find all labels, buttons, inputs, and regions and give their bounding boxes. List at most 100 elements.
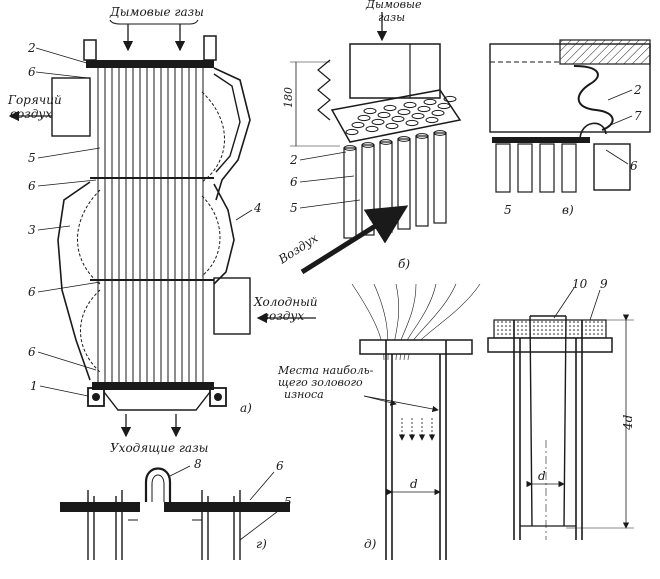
leader-6a: [35, 71, 89, 79]
leader-3: [37, 225, 71, 231]
bellow-8-inner: [151, 474, 165, 502]
callout-7: 7: [634, 109, 642, 123]
callout-3: 3: [28, 223, 36, 237]
tube-bundle: [97, 68, 204, 382]
callout-9: 9: [600, 277, 608, 291]
left-column-top: [83, 39, 97, 61]
sheet-hole: [423, 98, 437, 106]
tube-sheet-d2: [487, 337, 613, 353]
sheet-hole: [363, 107, 377, 115]
flue-gas-brace: [109, 19, 199, 25]
leader-2a: [35, 47, 91, 65]
leader-6d: [37, 351, 97, 371]
leader-5b: [299, 199, 361, 209]
protective-layer-9: [493, 319, 607, 339]
air-flow-arc-4: [80, 289, 101, 373]
sheet-hole: [385, 122, 399, 130]
tube-g-left: [87, 490, 123, 560]
sheet-hole: [425, 116, 439, 124]
fig-g-label: г): [256, 537, 267, 551]
leader-wear-2: [363, 395, 439, 413]
figure-g-joint-detail: [60, 465, 290, 560]
tube-b: [397, 138, 411, 230]
tube-sheet-plate: [330, 89, 462, 143]
sheet-hole: [383, 104, 397, 112]
figure-a-air-heater: [8, 19, 316, 438]
sheet-hole: [345, 128, 359, 136]
callout-6f: 6: [630, 159, 638, 173]
leader-4: [235, 209, 253, 221]
tube-g-right: [201, 490, 241, 560]
sheet-hole: [403, 101, 417, 109]
sheet-hole: [437, 102, 451, 110]
fig-a-label: а): [240, 401, 252, 415]
callout-5b: 5: [290, 201, 298, 215]
callout-6b: 6: [28, 179, 36, 193]
left-support-roller: [92, 393, 100, 401]
callout-4: 4: [253, 201, 262, 215]
tube-b: [433, 132, 447, 224]
left-support: [87, 387, 105, 407]
callout-2c: 2: [633, 83, 642, 97]
left-casing-lower: [57, 181, 91, 381]
tube-sheet-d: [359, 339, 473, 355]
callout-6e: 6: [290, 175, 298, 189]
hot-air-duct: [51, 77, 91, 137]
tube-v: [517, 143, 533, 193]
callout-6a: 6: [28, 65, 36, 79]
tube-b-top: [433, 130, 447, 136]
cold-air-label-2: воздух: [262, 309, 304, 323]
leader-5a: [37, 147, 101, 159]
bellow-8: [144, 467, 172, 502]
tube-b: [361, 144, 375, 236]
figure-v-compensator-detail: [489, 39, 651, 193]
tube-b-top: [343, 145, 357, 151]
outer-tube-d2: [513, 320, 583, 540]
sheet-hole: [357, 114, 371, 122]
air-flow-arc-2: [77, 189, 101, 285]
sheet-hole: [431, 109, 445, 117]
leader-9: [589, 289, 601, 321]
right-casing-middle: [213, 183, 235, 285]
callout-6c: 6: [28, 285, 36, 299]
air-flow-arrow: [300, 205, 409, 275]
upper-tube-sheet: [86, 60, 214, 68]
tube-b-top: [415, 133, 429, 139]
cold-air-duct: [213, 277, 251, 335]
sheet-hole: [417, 105, 431, 113]
bottom-hopper: [103, 391, 211, 411]
bellow-7: [579, 122, 607, 141]
callout-2a: 2: [27, 41, 36, 55]
callout-5a: 5: [28, 151, 36, 165]
tube-b-top: [379, 139, 393, 145]
sheet-hole: [377, 111, 391, 119]
flue-gas-b-label-2: газы: [378, 11, 405, 24]
fig-b-label: б): [398, 257, 410, 271]
tube-b: [415, 135, 429, 227]
flue-gas-b-label-1: Дымовые: [365, 0, 422, 11]
insert-10: [529, 315, 567, 527]
callout-5c: 5: [504, 203, 512, 217]
sheet-hole: [397, 108, 411, 116]
tubes-detail-v: [495, 143, 577, 193]
sheet-hole: [443, 95, 457, 103]
tube-end-block: [593, 143, 631, 191]
dim-180-label: 180: [282, 87, 295, 108]
wear-arrows: [398, 418, 436, 441]
figure-b-tube-sheet-detail: [290, 12, 462, 275]
sheet-hole: [391, 115, 405, 123]
callout-6g: 6: [276, 459, 284, 473]
callout-2b: 2: [289, 153, 298, 167]
leader-6g: [249, 471, 275, 501]
air-label: Воздух: [275, 231, 320, 267]
tube-b-top: [361, 142, 375, 148]
lower-tube-sheet: [92, 382, 214, 390]
hot-air-label-2: воздух: [10, 107, 52, 121]
sheet-hole: [411, 112, 425, 120]
fig-v-label: в): [562, 203, 574, 217]
air-flow-arc-1: [201, 91, 225, 183]
leader-7: [607, 115, 633, 127]
sheet-hole: [365, 125, 379, 133]
